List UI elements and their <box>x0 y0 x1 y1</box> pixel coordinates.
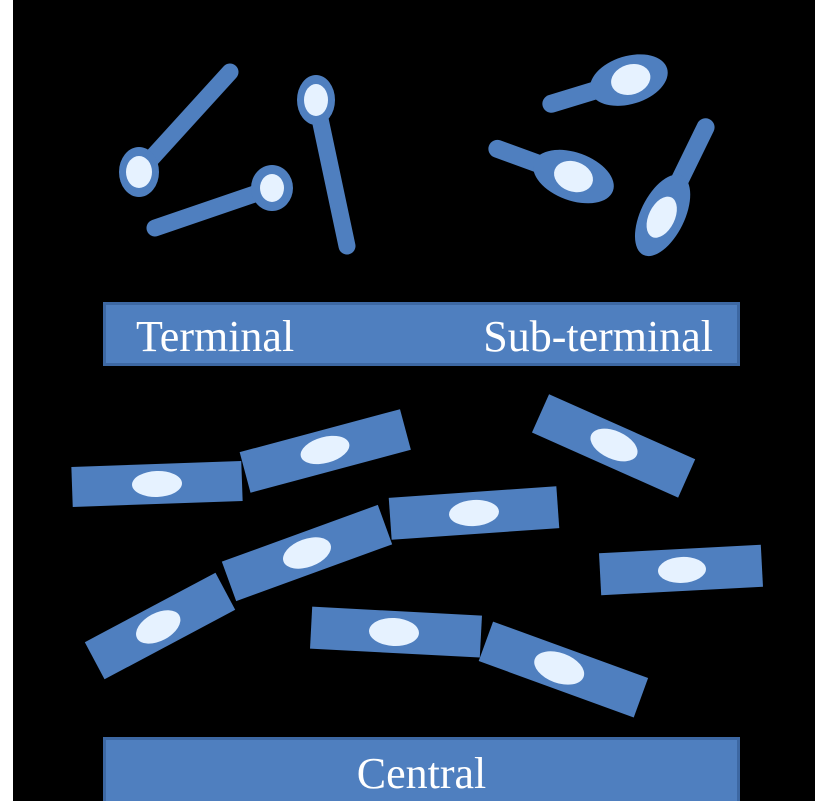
diagram-background <box>13 0 815 801</box>
central-cell-7 <box>599 545 763 595</box>
spore <box>260 174 284 202</box>
terminal-subterminal-label-bar: Terminal Sub-terminal <box>103 302 740 366</box>
subterminal-label: Sub-terminal <box>483 315 713 359</box>
central-cell-1 <box>71 461 242 507</box>
central-cell-8 <box>310 607 482 658</box>
central-label-bar: Central <box>103 737 740 801</box>
spore <box>304 84 328 116</box>
terminal-label: Terminal <box>136 315 294 359</box>
central-label: Central <box>106 752 737 796</box>
spore <box>126 156 152 188</box>
